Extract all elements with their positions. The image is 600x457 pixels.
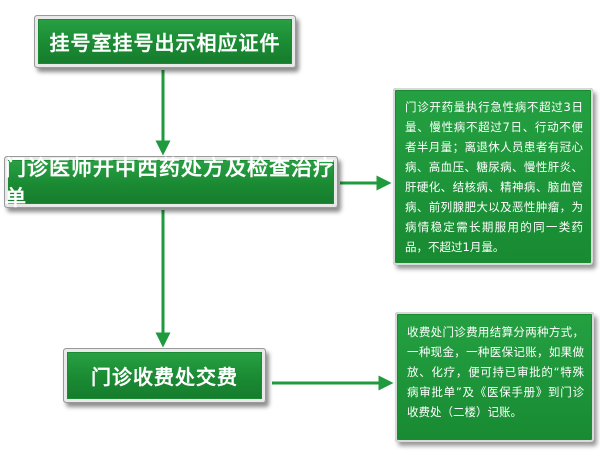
step-payment: 门诊收费处交费	[63, 348, 266, 403]
note-payment-text: 收费处门诊费用结算分两种方式，一种现金，一种医保记账，如果做放、化疗，便可持已审…	[407, 325, 584, 419]
step-doctor-label: 门诊医师开中西药处方及检查治疗单	[5, 156, 335, 210]
note-prescription-text: 门诊开药量执行急性病不超过3日量、慢性病不超过7日、行动不便者半月量；离退休人员…	[405, 100, 583, 254]
note-prescription-limits: 门诊开药量执行急性病不超过3日量、慢性病不超过7日、行动不便者半月量；离退休人员…	[393, 88, 593, 265]
step-registration-label: 挂号室挂号出示相应证件	[49, 31, 281, 55]
step-doctor-prescription: 门诊医师开中西药处方及检查治疗单	[4, 156, 338, 210]
note-payment-methods: 收费处门诊费用结算分两种方式，一种现金，一种医保记账，如果做放、化疗，便可持已审…	[395, 312, 594, 442]
step-payment-label: 门诊收费处交费	[91, 365, 238, 389]
step-registration: 挂号室挂号出示相应证件	[34, 15, 296, 68]
